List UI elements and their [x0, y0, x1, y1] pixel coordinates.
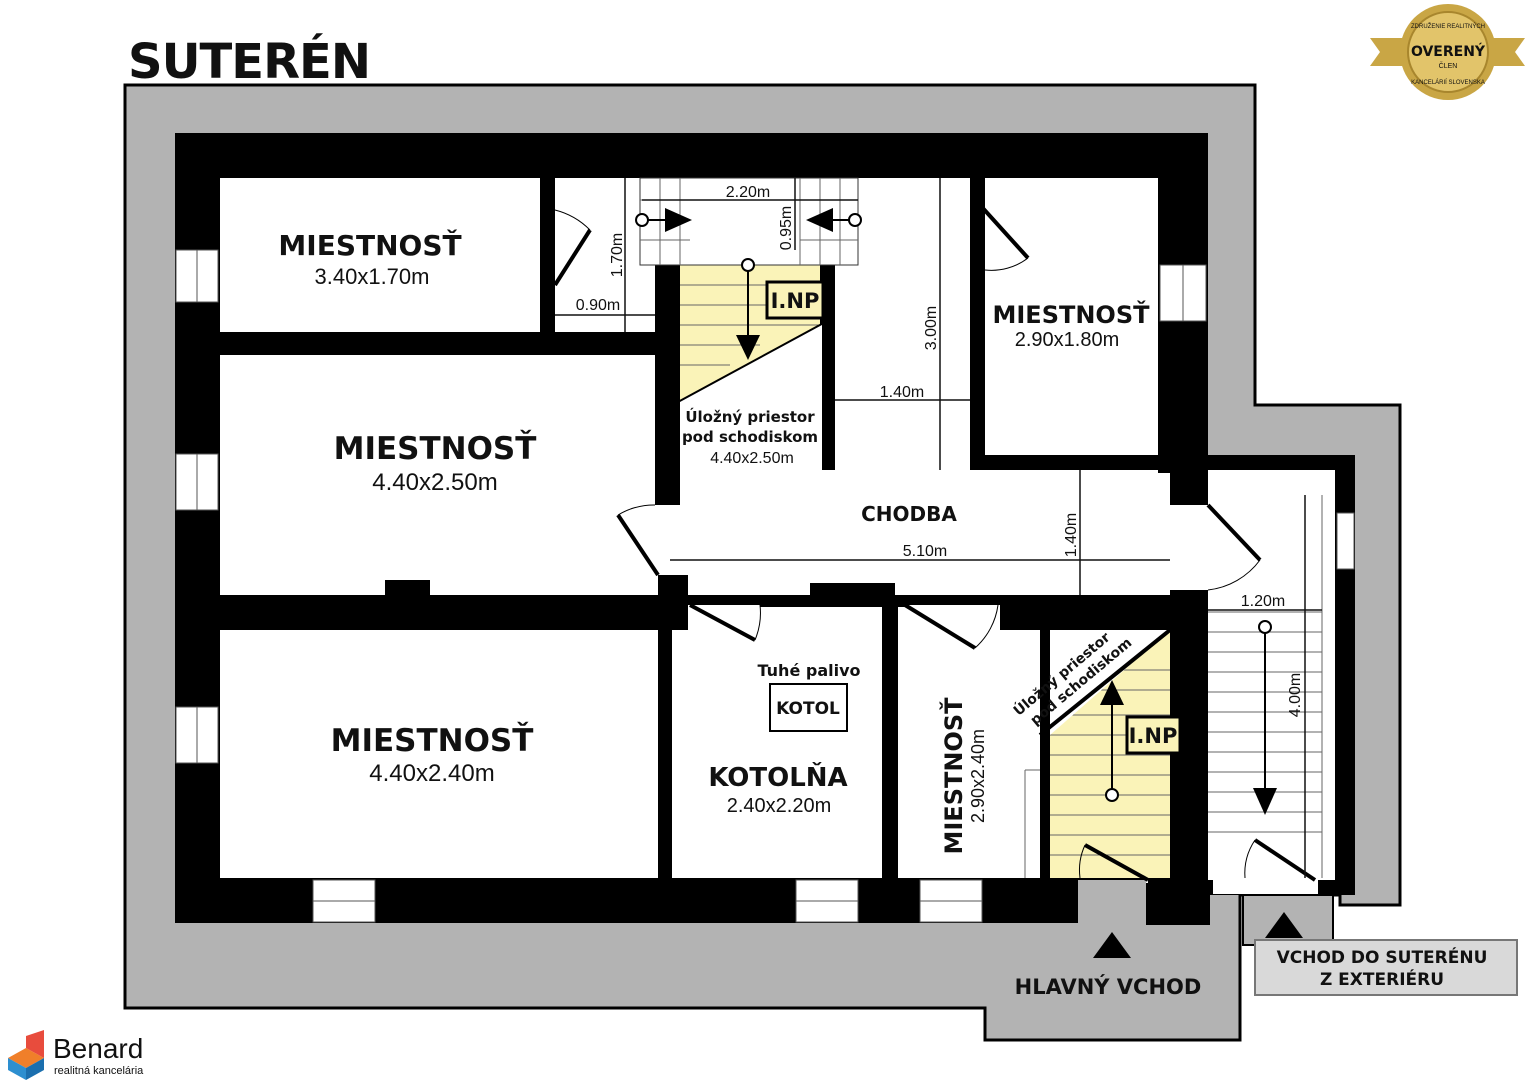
- stairs-label-bottom: I.NP: [1129, 724, 1178, 748]
- dim-3-00: 3.00m: [923, 306, 940, 350]
- exterior-entrance-arrow-icon: [1265, 912, 1303, 938]
- boiler-room-size: 2.40x2.20m: [727, 795, 832, 817]
- storage1-line2: pod schodiskom: [682, 428, 818, 446]
- entrance-openings: [1078, 880, 1334, 946]
- room4-name: MIESTNOSŤ: [992, 299, 1150, 329]
- exterior-staircase: [1208, 495, 1323, 878]
- storage1-size: 4.40x2.50m: [710, 450, 794, 467]
- exterior-entrance-line1: VCHOD DO SUTERÉNU: [1277, 946, 1488, 968]
- dim-1-20: 1.20m: [1241, 593, 1285, 610]
- dimension-lines: [555, 178, 1322, 878]
- dim-1-70: 1.70m: [609, 233, 626, 277]
- staircase-top: I.NP: [635, 177, 862, 470]
- room1-name: MIESTNOSŤ: [278, 228, 461, 262]
- internal-walls: [220, 178, 1208, 880]
- dim-5-10: 5.10m: [903, 543, 947, 560]
- storage1-line1: Úložný priestor: [685, 407, 815, 426]
- doors: [553, 203, 1317, 882]
- room3-size: 4.40x2.40m: [369, 760, 494, 787]
- room2-size: 4.40x2.50m: [372, 469, 497, 496]
- dim-0-95: 0.95m: [778, 206, 795, 250]
- badge-top-text: ZDRUŽENIE REALITNÝCH: [1411, 22, 1485, 30]
- dim-1-40-horizontal: 1.40m: [880, 384, 924, 401]
- dim-1-40-vertical: 1.40m: [1063, 513, 1080, 557]
- badge-main-text: OVERENÝ: [1411, 42, 1486, 60]
- badge-bottom-text: KANCELÁRIÍ SLOVENSKA: [1411, 79, 1485, 86]
- fuel-label: Tuhé palivo: [758, 661, 861, 680]
- plan-title: SUTERÉN: [128, 33, 370, 90]
- room4-size: 2.90x1.80m: [1015, 329, 1120, 351]
- exterior-entrance-box: [1254, 939, 1518, 996]
- dim-4-00: 4.00m: [1287, 673, 1304, 717]
- stairs-label-top: I.NP: [771, 289, 820, 313]
- corridor-name: CHODBA: [861, 502, 957, 526]
- main-entrance-arrow-icon: [1093, 932, 1131, 958]
- verified-member-badge: OVERENÝ ČLEN ZDRUŽENIE REALITNÝCH KANCEL…: [1370, 4, 1525, 100]
- boiler-room-name: KOTOLŇA: [708, 761, 847, 793]
- room1-size: 3.40x1.70m: [315, 264, 430, 289]
- boiler-box-label: KOTOL: [776, 699, 840, 719]
- boiler-box: [769, 683, 848, 732]
- dim-0-90: 0.90m: [576, 297, 620, 314]
- benard-logo: Benard realitná kancelária: [8, 1030, 144, 1080]
- logo-name: Benard: [53, 1033, 143, 1064]
- badge-sub-text: ČLEN: [1439, 61, 1458, 70]
- room2-name: MIESTNOSŤ: [334, 431, 537, 467]
- room3-name: MIESTNOSŤ: [331, 723, 534, 759]
- dim-2-20: 2.20m: [726, 184, 770, 201]
- main-entrance-label: HLAVNÝ VCHOD: [1015, 974, 1202, 999]
- logo-tagline: realitná kancelária: [54, 1065, 144, 1077]
- room5-name: MIESTNOSŤ: [938, 697, 968, 855]
- exterior-entrance-line2: Z EXTERIÉRU: [1320, 968, 1444, 990]
- staircase-bottom: I.NP: [1024, 628, 1182, 878]
- windows: [175, 249, 1355, 923]
- room5-size: 2.90x2.40m: [968, 729, 988, 823]
